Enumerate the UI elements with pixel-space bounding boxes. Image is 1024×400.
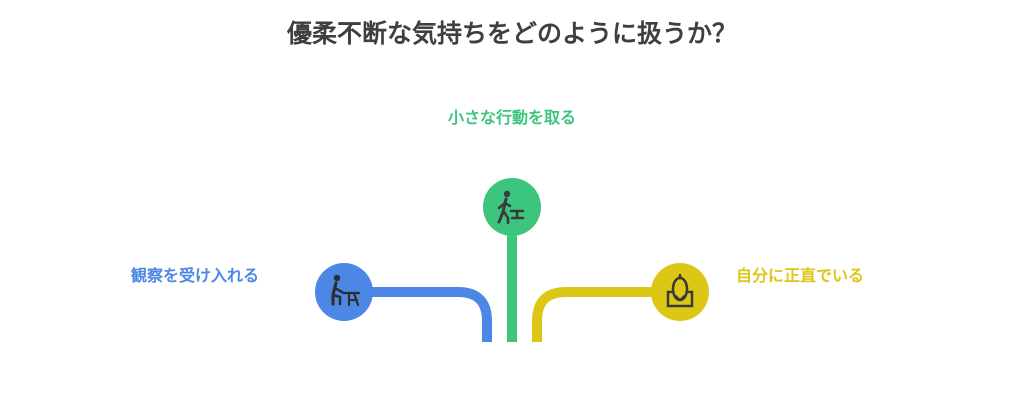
connector-right	[532, 287, 652, 342]
node-be-honest	[651, 263, 709, 321]
option-label-be-honest: 自分に正直でいる	[736, 266, 865, 285]
option-label-small-actions: 小さな行動を取る	[447, 108, 576, 127]
connector-left	[372, 287, 492, 342]
walking-person-icon	[497, 190, 525, 225]
person-at-desk-icon	[331, 274, 361, 307]
node-accept-observation	[315, 263, 373, 321]
mirror-icon	[666, 273, 694, 308]
option-label-accept-observation: 観察を受け入れる	[131, 266, 260, 285]
node-small-actions	[483, 178, 541, 236]
diagram-title: 優柔不断な気持ちをどのように扱うか？	[286, 19, 737, 48]
